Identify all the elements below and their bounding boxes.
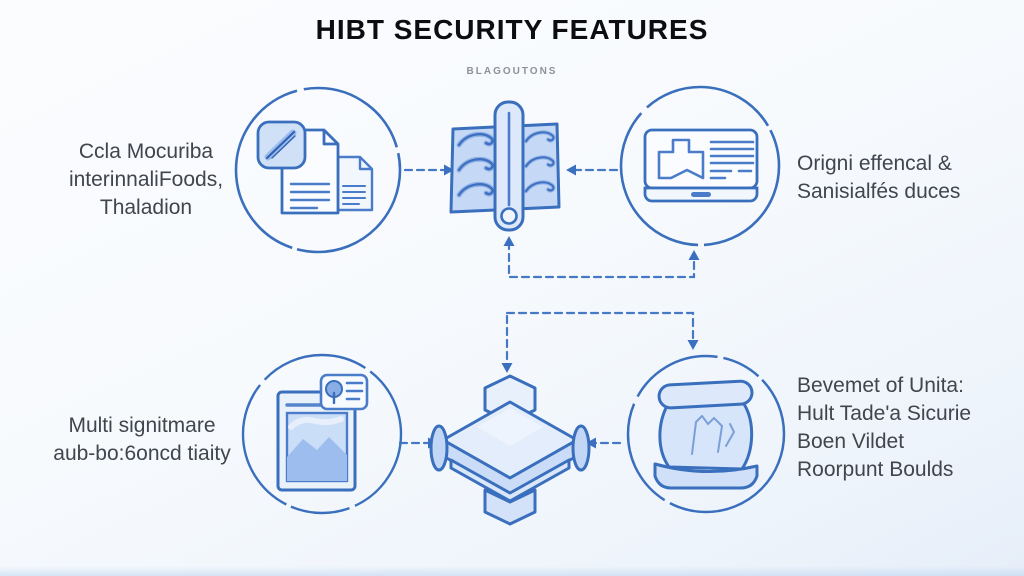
label-top-right: Origni effencal & Sanisialfés duces [797, 150, 1019, 206]
arrowhead-down-bottomright-circle [687, 340, 699, 350]
node-circle-bottom-right [626, 354, 786, 514]
label-line: Boen Vildet [797, 430, 905, 454]
arrowhead-up-topright-circle [688, 250, 700, 260]
connector-center-to-topright [507, 240, 696, 279]
bottom-tint-band [0, 566, 1024, 576]
node-circle-top-right [619, 85, 781, 247]
top-center-icon-wrap [440, 95, 580, 240]
label-bottom-right: Bevemet of Unita: Hult Tade'a Sicurie Bo… [797, 372, 1023, 485]
circle-outline [241, 353, 403, 515]
circle-outline [619, 85, 781, 247]
label-line: Hult Tade'a Sicurie [797, 402, 972, 426]
label-top-left: Ccla Mocuriba interinnaliFoods, Thaladio… [40, 138, 252, 222]
binder-hooks [456, 130, 556, 198]
laptop-report-icon [643, 128, 759, 203]
label-line: aub-bo:6oncd tiaity [53, 442, 231, 466]
pen-badge-icon [256, 120, 307, 170]
node-circle-bottom-left [241, 353, 403, 515]
label-bottom-left: Multi signitmare aub-bo:6oncd tiaity [33, 412, 251, 468]
page-title: HIBT SECURITY FEATURES [315, 14, 709, 45]
label-line: interinnaliFoods, [68, 168, 224, 192]
label-line: Origni effencal & [797, 152, 952, 175]
label-line: Thaladion [99, 196, 193, 220]
ribbon-shape [657, 138, 705, 180]
label-line: Ccla Mocuriba [78, 140, 214, 163]
node-circle-top-left [234, 86, 402, 254]
label-line: Multi signitmare [68, 414, 216, 437]
page-subtitle: BLAGOUTONS [466, 66, 558, 77]
certificate-image-icon [276, 373, 369, 492]
connector-branch-to-bottomright [505, 311, 695, 344]
label-line: Sanisialfés duces [797, 180, 961, 204]
binder-lock-icon [449, 100, 561, 232]
circle-outline [626, 354, 786, 514]
label-line: Roorpunt Boulds [797, 458, 954, 482]
signed-documents-icon [256, 120, 374, 215]
label-line: Bevemet of Unita: [797, 374, 964, 397]
top-highlight-face [477, 408, 543, 446]
sack-crack-lines [691, 415, 736, 455]
id-badge-icon [319, 373, 369, 411]
isometric-cross-icon [429, 374, 591, 526]
mountain-shape [287, 437, 347, 481]
sack-icon [653, 379, 759, 490]
bottom-center-icon-wrap [425, 372, 595, 532]
laptop-button [691, 192, 711, 197]
cloud-shape [288, 416, 344, 430]
circle-outline [234, 86, 402, 254]
report-lines [709, 140, 755, 180]
